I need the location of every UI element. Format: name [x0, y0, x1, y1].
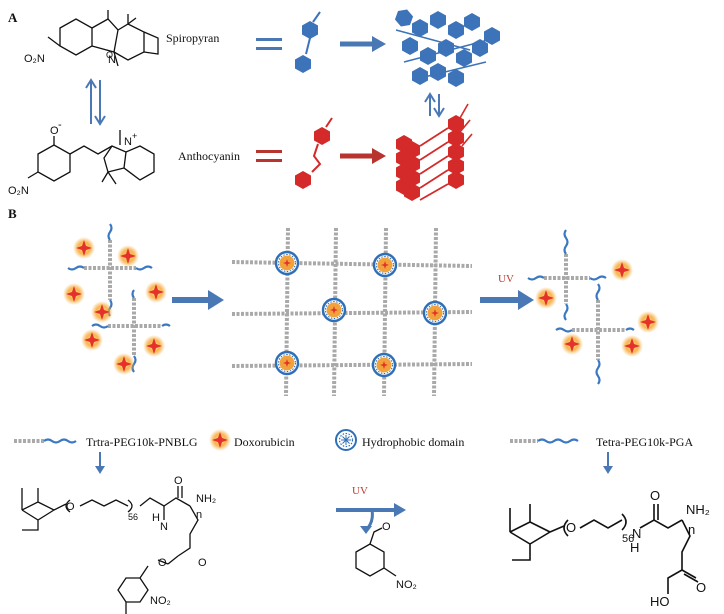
structure-pnblg: O 56 N H O n NH₂ O O NO₂ — [21, 475, 216, 614]
equilibrium-arrows-left — [85, 78, 106, 126]
legend-hydrophobic-label: Hydrophobic domain — [362, 435, 464, 449]
arrow-uv-release — [480, 290, 534, 310]
pnblg-h-atom: H — [152, 512, 160, 524]
blue-aggregate-icon — [393, 6, 500, 87]
uv-label-bottom: UV — [352, 485, 368, 497]
legend-polymer-one-label: Trtra-PEG10k-PNBLG — [86, 435, 198, 449]
n-atom-top: N — [108, 54, 116, 66]
arrow-to-network — [172, 290, 224, 310]
equals-sign-blue — [256, 38, 282, 50]
anthocyanin-label: Anthocyanin — [178, 149, 240, 163]
legend-polymer-two-label: Tetra-PEG10k-PGA — [596, 435, 693, 449]
red-aggregate-icon — [396, 103, 473, 201]
pga-nh2: NH₂ — [686, 502, 710, 517]
nitro-group-top: O₂N — [24, 53, 45, 65]
legend-polymer-one: Trtra-PEG10k-PNBLG — [14, 435, 198, 449]
minus-sign: - — [58, 119, 62, 131]
o-minus-atom: O — [50, 125, 59, 137]
plus-sign: + — [132, 131, 137, 141]
pnblg-nh2: NH₂ — [196, 493, 216, 505]
pga-acid-o: O — [696, 580, 706, 595]
polymer-drug-mixture — [63, 223, 171, 375]
pga-h-atom: H — [630, 540, 639, 555]
legend-polymer-two: Tetra-PEG10k-PGA — [510, 435, 693, 449]
panel-label-a: A — [8, 10, 18, 25]
down-arrow-right — [603, 452, 613, 474]
panel-label-b: B — [8, 206, 17, 221]
anthocyanin-structure: O - O₂N N + — [8, 119, 155, 197]
arrow-to-blue-aggregate — [340, 36, 386, 52]
pnblg-repeat: 56 — [128, 512, 138, 522]
legend-hydrophobic: Hydrophobic domain — [335, 429, 464, 451]
legend-doxorubicin-label: Doxorubicin — [234, 435, 295, 449]
center-nitro: NO₂ — [396, 579, 417, 591]
pnblg-carbonyl-o: O — [174, 475, 183, 487]
n-plus-atom: N — [124, 136, 132, 148]
equilibrium-arrows-right — [424, 92, 445, 118]
arrow-to-red-aggregate — [340, 148, 386, 164]
released-drug-state — [527, 229, 659, 385]
anthocyanin-monomer-icon — [295, 117, 333, 189]
pga-n-atom: N — [632, 526, 641, 541]
legend-doxorubicin: Doxorubicin — [209, 429, 295, 451]
spiropyran-monomer-icon — [295, 11, 321, 73]
spiropyran-structure: O₂N N O — [24, 10, 159, 67]
pnblg-nitro: NO₂ — [150, 595, 171, 607]
down-arrow-left — [95, 452, 105, 474]
pga-carbonyl-o: O — [650, 488, 660, 503]
pga-n-subscript: n — [688, 522, 695, 537]
arrow-uv-cleavage — [336, 503, 406, 534]
nitro-group-bottom: O₂N — [8, 185, 29, 197]
o-atom-ring: O — [106, 50, 113, 60]
pga-o-atom: O — [566, 520, 576, 535]
pnblg-n-atom: N — [160, 521, 168, 533]
pga-hooc: HO — [650, 594, 670, 609]
structure-pga: O 56 N H O n NH₂ O HO — [509, 488, 710, 609]
pga-repeat: 56 — [622, 533, 634, 545]
pnblg-n-subscript: n — [196, 509, 202, 521]
equals-sign-red — [256, 150, 282, 162]
nitrobenzaldehyde-structure: O NO₂ — [355, 521, 417, 591]
pnblg-ester-o1: O — [158, 557, 167, 569]
uv-label-top: UV — [498, 273, 514, 285]
hydrogel-network — [231, 227, 473, 397]
pnblg-o-atom: O — [66, 501, 75, 513]
spiropyran-label: Spiropyran — [166, 31, 219, 45]
pnblg-ester-o2: O — [198, 557, 207, 569]
aldehyde-o: O — [382, 521, 391, 533]
